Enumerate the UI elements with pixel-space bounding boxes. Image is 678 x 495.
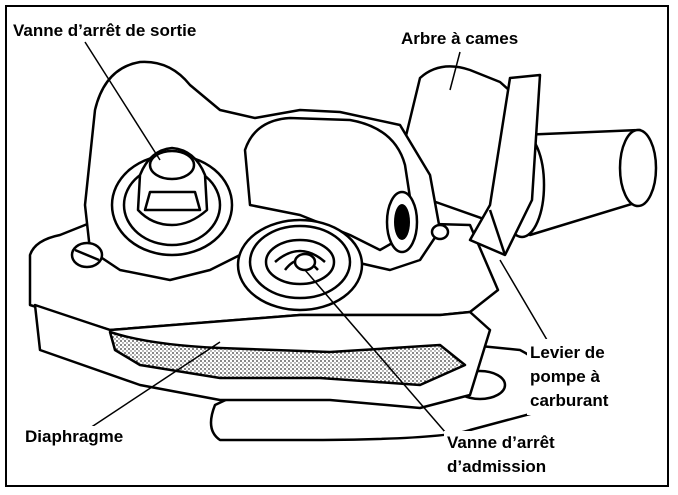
- screw-right: [430, 223, 450, 241]
- label-lever-line3: carburant: [530, 391, 609, 410]
- camshaft-end: [618, 128, 658, 208]
- leader-diaphragm: [89, 341, 221, 429]
- leader-lever: [499, 259, 551, 346]
- label-lever-line1: Levier de: [530, 343, 605, 362]
- leader-camshaft: [449, 51, 461, 91]
- label-camshaft: Arbre à cames: [398, 28, 522, 49]
- leader-inlet: [304, 269, 453, 441]
- label-inlet-valve: Vanne d’arrêt d’admission: [444, 431, 558, 479]
- leader-outlet: [84, 41, 161, 161]
- label-lever-line2: pompe à: [530, 367, 600, 386]
- label-fuel-pump-lever: Levier de pompe à carburant: [527, 339, 612, 415]
- diaphragm: [108, 330, 467, 387]
- label-diaphragm: Diaphragme: [22, 426, 127, 447]
- label-inlet-line1: Vanne d’arrêt: [447, 433, 555, 452]
- label-outlet-valve: Vanne d’arrêt de sortie: [10, 20, 200, 41]
- label-inlet-line2: d’admission: [447, 457, 547, 476]
